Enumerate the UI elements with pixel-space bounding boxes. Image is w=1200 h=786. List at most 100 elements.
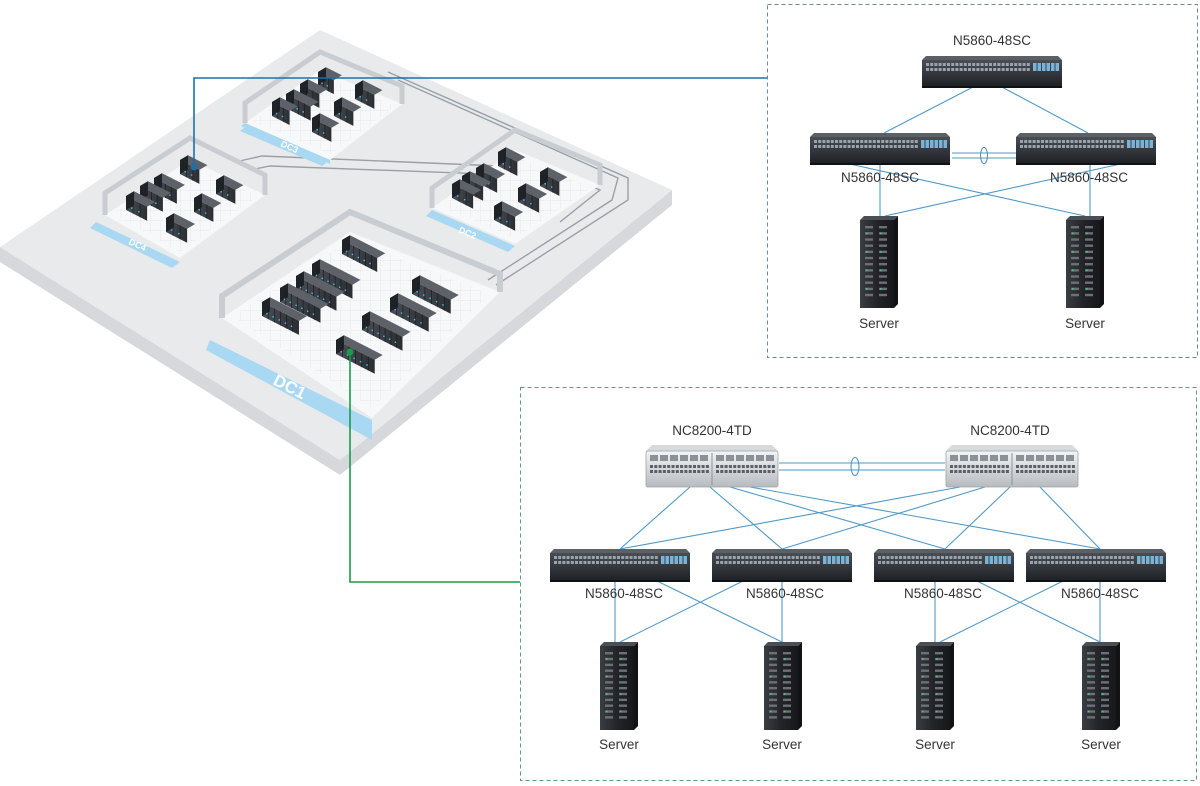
server-bay [921, 675, 929, 678]
cabinet-led [369, 262, 371, 265]
switch-port [945, 561, 949, 564]
server-bay [879, 293, 887, 297]
switch-top-face [712, 549, 852, 553]
switch-port [783, 556, 787, 559]
switch-port [1022, 68, 1026, 71]
server-led [1102, 693, 1104, 695]
switch-port [910, 145, 914, 148]
switch-port [926, 63, 929, 66]
switch-port [962, 561, 965, 564]
server-led [866, 251, 868, 253]
switch-port [968, 63, 971, 66]
server-bay [865, 238, 873, 241]
switch-port [1026, 63, 1030, 66]
switch-port [1088, 561, 1092, 564]
switch-port [826, 140, 830, 143]
chassis-module-slot [716, 455, 724, 461]
switch-port [579, 561, 583, 564]
switch-port [1032, 140, 1036, 143]
cabinet-led [407, 315, 409, 318]
server-bay [769, 663, 777, 667]
cabinet-led [155, 202, 157, 204]
chassis-port [1001, 465, 1005, 468]
switch-port [600, 561, 604, 564]
switch-port [1105, 556, 1109, 559]
switch-port [962, 556, 965, 559]
switch-port [1083, 140, 1086, 143]
server-side-face [950, 642, 954, 730]
cabinet-led [457, 195, 459, 197]
cabinet-side [166, 213, 174, 232]
server-bay [619, 657, 627, 661]
switch-base [1016, 163, 1156, 165]
cabinet-side [216, 175, 224, 194]
switch-port [976, 68, 980, 71]
server-bay [1085, 269, 1093, 272]
switch-port [1099, 145, 1103, 148]
chassis-port [980, 470, 984, 473]
server-led [1072, 288, 1074, 290]
chassis-port [1037, 465, 1041, 468]
chassis-port [737, 470, 741, 473]
switch-port [1066, 145, 1070, 148]
server-led [922, 675, 924, 678]
switch-port [732, 561, 736, 564]
server-bay [769, 652, 777, 655]
switch-port [633, 561, 637, 564]
switch-port [720, 561, 724, 564]
server-bay [879, 287, 887, 291]
switch-port [1055, 561, 1059, 564]
server-bay [1101, 675, 1109, 678]
server-bay [1071, 250, 1079, 254]
chassis-port [754, 470, 758, 473]
server-bay [1087, 663, 1095, 667]
server-1 [600, 642, 638, 730]
server-bay [605, 710, 613, 713]
switch-port [1028, 145, 1032, 148]
cabinet-led [357, 256, 360, 259]
room-wall [429, 127, 603, 208]
server-led [1088, 710, 1090, 713]
cabinet-top [296, 271, 345, 297]
server-bay [619, 716, 627, 719]
switch-port [654, 556, 658, 559]
switch-port [881, 140, 885, 143]
switch-port [1049, 145, 1053, 148]
switch-port [882, 561, 886, 564]
uplink-port [1149, 140, 1153, 148]
switch-port [1053, 140, 1057, 143]
server-bay [605, 681, 613, 684]
switch-port [617, 561, 620, 564]
cabinet-side [452, 179, 460, 198]
switch-port [885, 145, 889, 148]
chassis-port [671, 470, 675, 473]
switch-port [812, 561, 816, 564]
chassis-port [988, 470, 992, 473]
uplink-port [1159, 556, 1163, 564]
cabinet-led [366, 364, 368, 366]
server-led [880, 288, 882, 290]
chassis-port [950, 465, 953, 468]
server-bay [769, 687, 777, 690]
switch-leaf-left [810, 133, 950, 165]
switch-port [1091, 140, 1095, 143]
server-bay [1071, 269, 1079, 272]
chassis-port [716, 465, 719, 468]
switch-port [1038, 561, 1042, 564]
switch-port [642, 556, 646, 559]
switch-port [959, 68, 963, 71]
switch-port [878, 556, 881, 559]
chassis-port [720, 465, 724, 468]
server-bay [921, 663, 929, 667]
cabinet-led [171, 229, 173, 231]
uplink-port [925, 140, 929, 148]
cabinet-led [321, 277, 324, 280]
uplink-port [841, 556, 845, 564]
switch-port [774, 561, 778, 564]
switch-port [1116, 140, 1120, 143]
switch-leaf-3 [874, 549, 1014, 582]
chassis-port [754, 465, 758, 468]
server-bay [1101, 669, 1109, 672]
lag-bundle-icon [979, 146, 989, 165]
links [844, 85, 1126, 217]
